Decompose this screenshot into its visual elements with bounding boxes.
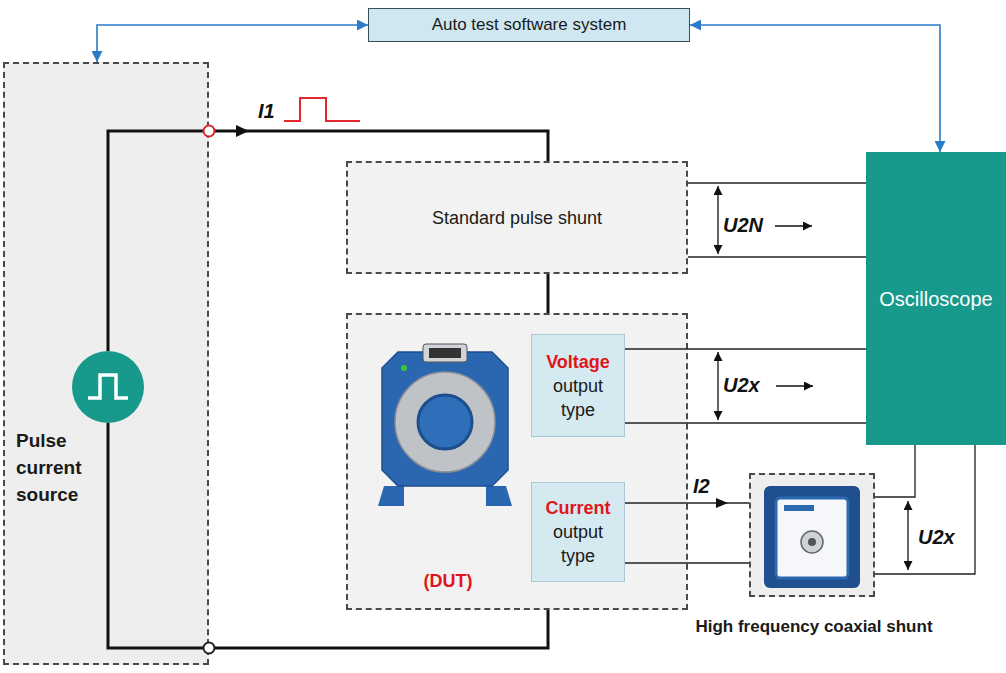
box-heading: Current <box>545 496 610 520</box>
box-title: Standard pulse shunt <box>432 206 602 230</box>
pulse-source-symbol <box>72 351 144 423</box>
panel-title: Pulse current source <box>16 427 108 508</box>
current-arrow <box>236 125 249 137</box>
pulse-waveform <box>284 98 360 121</box>
control-link <box>97 25 368 62</box>
voltage-arrow <box>907 501 908 570</box>
transducer-foot <box>486 486 512 506</box>
transducer-connector <box>423 344 467 362</box>
signal-wire <box>688 256 866 257</box>
source-wire <box>108 131 204 351</box>
voltage-symbol: U2x <box>723 373 760 397</box>
bnc-pin <box>808 538 816 546</box>
status-led <box>401 365 407 371</box>
panel-title: (DUT) <box>404 569 492 593</box>
current-wire <box>547 274 550 313</box>
source-panel: Pulse current source <box>3 62 209 665</box>
voltage-symbol: U2N <box>723 213 763 237</box>
transducer-body <box>382 352 508 486</box>
oscilloscope-box: Oscilloscope <box>866 152 1006 445</box>
direction-arrow <box>775 225 812 226</box>
terminal <box>204 126 215 137</box>
box-title: Auto test software system <box>432 14 627 36</box>
output-box: Currentoutput type <box>531 482 625 582</box>
output-box: Voltageoutput type <box>531 334 625 437</box>
bnc-connector <box>801 531 823 553</box>
current-symbol: I1 <box>258 99 275 123</box>
source-wire <box>108 423 204 648</box>
transducer-aperture <box>418 395 472 449</box>
signal-wire <box>625 562 749 563</box>
pulse-symbol <box>88 375 128 398</box>
signal-wire <box>688 182 866 183</box>
signal-wire <box>625 348 866 349</box>
transducer-plate <box>395 372 495 472</box>
signal-wire <box>875 445 975 574</box>
shunt-box: Standard pulse shunt <box>346 161 688 274</box>
current-wire <box>209 610 548 648</box>
current-wire <box>209 131 548 161</box>
connector-socket <box>429 348 461 358</box>
dut-panel: (DUT)Voltageoutput typeCurrentoutput typ… <box>346 313 688 610</box>
transducer-foot <box>378 486 404 506</box>
shunt-logo <box>784 505 814 511</box>
current-symbol: I2 <box>693 474 710 498</box>
voltage-symbol: U2x <box>918 525 955 549</box>
shunt-front-plate <box>776 498 848 578</box>
software-box: Auto test software system <box>368 8 690 42</box>
terminal <box>204 643 215 654</box>
shunt-housing <box>764 486 860 588</box>
direction-arrow <box>776 385 813 386</box>
signal-wire <box>625 422 866 423</box>
control-link <box>690 25 940 152</box>
current-arrow <box>716 498 728 508</box>
voltage-arrow <box>717 352 718 420</box>
box-heading: Voltage <box>546 350 610 374</box>
box-title: Oscilloscope <box>879 286 992 312</box>
box-body: output type <box>536 374 620 422</box>
signal-wire <box>625 502 749 503</box>
panel-caption: High frequency coaxial shunt <box>679 616 949 638</box>
signal-wire <box>875 445 915 497</box>
box-body: output type <box>536 520 620 568</box>
coaxial-shunt-panel: High frequency coaxial shunt <box>749 473 875 597</box>
voltage-arrow <box>717 186 718 254</box>
